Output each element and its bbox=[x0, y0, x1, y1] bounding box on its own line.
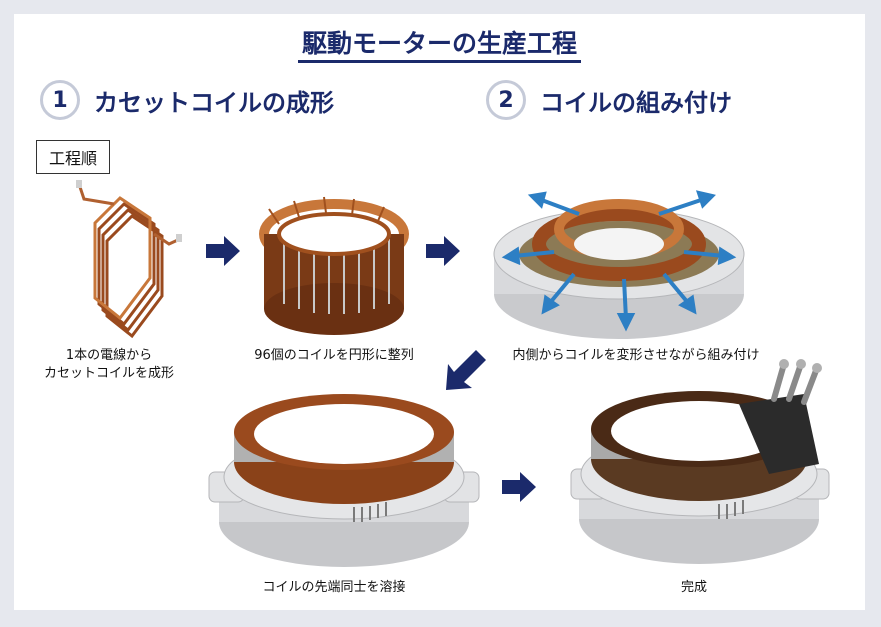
completed-stator-image bbox=[570, 359, 830, 564]
slide: 駆動モーターの生産工程 1 カセットコイルの成形 2 コイルの組み付け 工程順 bbox=[14, 14, 865, 610]
process-order-label: 工程順 bbox=[36, 140, 111, 174]
caption-coil-forming: 1本の電線から カセットコイルを成形 bbox=[43, 348, 174, 381]
step-2-title: コイルの組み付け bbox=[540, 88, 732, 117]
coil-ring-image bbox=[259, 196, 409, 335]
caption-welding: コイルの先端同士を溶接 bbox=[262, 580, 406, 595]
caption-complete: 完成 bbox=[680, 580, 707, 595]
step-2-number: 2 bbox=[486, 80, 526, 120]
cassette-coil-image bbox=[76, 180, 182, 339]
coil-assembly-image bbox=[493, 190, 745, 339]
page-title: 駆動モーターの生産工程 bbox=[14, 24, 865, 63]
caption-coil-arrangement: 96個のコイルを円形に整列 bbox=[254, 348, 414, 363]
caption-coil-assembly: 内側からコイルを変形させながら組み付け bbox=[512, 348, 760, 363]
arrow-down-left-icon bbox=[446, 350, 486, 390]
step-2-heading: 2 コイルの組み付け bbox=[486, 80, 732, 120]
arrow-right-icon bbox=[502, 472, 536, 502]
arrow-right-icon bbox=[206, 236, 240, 266]
step-1-number: 1 bbox=[40, 80, 80, 120]
arrow-right-icon bbox=[426, 236, 460, 266]
step-1-heading: 1 カセットコイルの成形 bbox=[40, 80, 334, 120]
welded-stator-image bbox=[208, 394, 480, 567]
step-1-title: カセットコイルの成形 bbox=[94, 88, 334, 117]
